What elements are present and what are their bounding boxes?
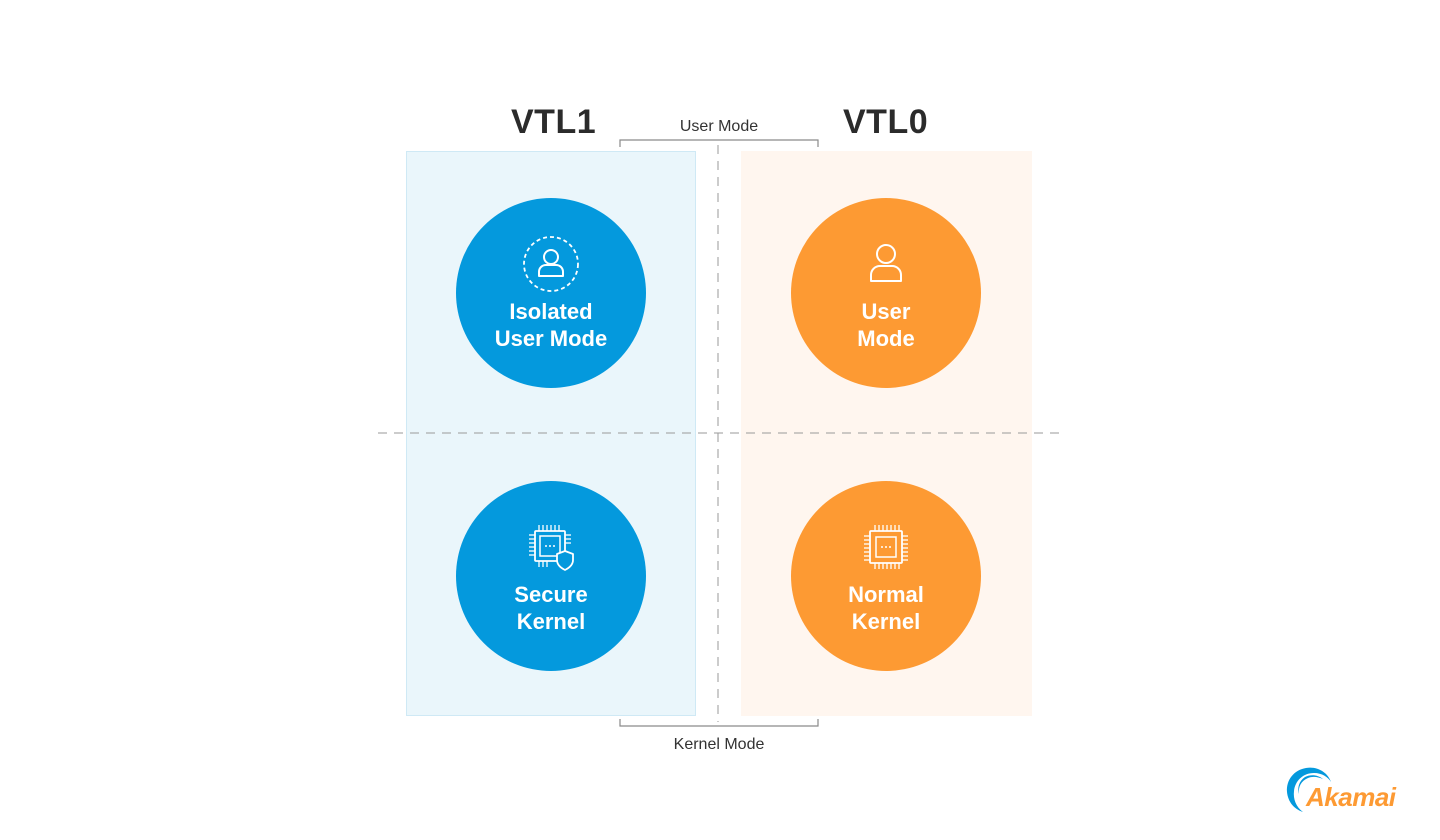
user-icon xyxy=(870,244,902,282)
kernel-mode-bracket xyxy=(619,719,819,727)
user-mode-node-label: User Mode xyxy=(857,299,915,351)
isolated-user-mode-label: Isolated User Mode xyxy=(494,299,608,351)
chip-shield-icon xyxy=(529,525,574,571)
normal-kernel-node: Normal Kernel xyxy=(791,481,981,671)
isolated-user-mode-node: Isolated User Mode xyxy=(456,198,646,388)
normal-kernel-label: Normal Kernel xyxy=(848,582,924,634)
akamai-logo-icon xyxy=(1286,767,1331,812)
secure-kernel-node: Secure Kernel xyxy=(456,481,646,671)
chip-icon xyxy=(864,525,908,569)
secure-kernel-label: Secure Kernel xyxy=(514,582,588,634)
user-mode-label: User Mode xyxy=(679,118,759,135)
vtl0-heading: VTL0 xyxy=(843,103,929,141)
akamai-logo-text: Akamai xyxy=(1306,782,1396,812)
vtl1-heading: VTL1 xyxy=(511,103,597,141)
user-dashed-circle-icon xyxy=(523,236,579,292)
kernel-mode-label: Kernel Mode xyxy=(673,736,765,753)
user-mode-node: User Mode xyxy=(791,198,981,388)
user-mode-bracket xyxy=(619,139,819,147)
